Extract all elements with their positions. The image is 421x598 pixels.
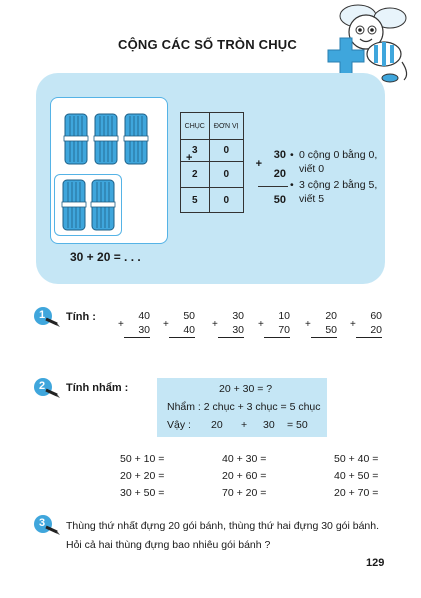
lesson-notes: 0 cộng 0 bằng 0, viết 0 3 cộng 2 bằng 5,… xyxy=(290,148,385,208)
example-conclusion-a: 20 xyxy=(211,419,223,431)
addend-bottom: 20 xyxy=(356,324,382,338)
lesson-expression: 30 + 20 = . . . xyxy=(70,250,141,264)
table-cell: 3 xyxy=(180,139,210,162)
addend-bottom: 70 xyxy=(264,324,290,338)
pencil-icon xyxy=(34,307,60,327)
table-cell: 2 xyxy=(180,161,210,188)
note-item: 3 cộng 2 bằng 5, viết 5 xyxy=(290,178,385,206)
addend-bottom: 50 xyxy=(311,324,337,338)
plus-sign: + xyxy=(350,319,356,330)
addend-top: 10 xyxy=(278,310,290,322)
pencil-icon xyxy=(34,515,60,535)
vertical-addition: 50 + 40 xyxy=(163,310,195,338)
vertical-result: 50 xyxy=(273,194,286,206)
stick-bundle-icon xyxy=(123,113,149,165)
vertical-bottom: 20 xyxy=(273,168,286,180)
sum-item: 40 + 50 = xyxy=(334,470,379,482)
table-cell: 5 xyxy=(180,187,210,213)
sum-item: 40 + 30 = xyxy=(222,453,267,465)
table-cell: 0 xyxy=(208,161,245,188)
table-cell: 0 xyxy=(208,139,245,162)
example-conclusion-b: 30 xyxy=(263,419,275,431)
vertical-addition: 10 + 70 xyxy=(258,310,290,338)
example-conclusion-op: + xyxy=(241,419,248,431)
exercise-number: 1 xyxy=(38,309,46,321)
vertical-addition: 40 + 30 xyxy=(118,310,150,338)
bee-mascot-illustration xyxy=(327,4,408,83)
stick-bundles-inner-frame xyxy=(54,174,122,236)
example-conclusion-result: = 50 xyxy=(287,419,308,431)
page-title: CỘNG CÁC SỐ TRÒN CHỤC xyxy=(118,37,297,52)
vertical-addition: 20 + 50 xyxy=(305,310,337,338)
exercise-label: Tính nhẩm : xyxy=(66,382,129,394)
problem-line: Hỏi cả hai thùng đựng bao nhiêu gói bánh… xyxy=(66,539,271,551)
plus-sign: + xyxy=(163,319,169,330)
stick-bundle-icon xyxy=(61,179,87,231)
plus-sign: + xyxy=(258,319,264,330)
table-cell: 0 xyxy=(208,187,245,213)
vertical-plus-sign: + xyxy=(255,158,262,170)
exercise-number: 3 xyxy=(38,517,46,529)
sum-item: 20 + 70 = xyxy=(334,487,379,499)
addend-top: 60 xyxy=(370,310,382,322)
plus-sign: + xyxy=(305,319,311,330)
exercise-number: 2 xyxy=(38,380,46,392)
pencil-icon xyxy=(34,378,60,398)
addend-top: 40 xyxy=(138,310,150,322)
example-reasoning: Nhẩm : 2 chục + 3 chục = 5 chục xyxy=(167,401,321,413)
problem-line: Thùng thứ nhất đựng 20 gói bánh, thùng t… xyxy=(66,520,380,532)
stick-bundle-icon xyxy=(90,179,116,231)
stick-bundle-icon xyxy=(93,113,119,165)
plus-sign: + xyxy=(118,319,124,330)
vertical-addition: 60 + 20 xyxy=(350,310,382,338)
header-tens: CHỤC xyxy=(180,112,210,140)
stick-bundle-icon xyxy=(63,113,89,165)
plus-sign: + xyxy=(186,152,193,164)
plus-sign: + xyxy=(212,319,218,330)
word-problem: Thùng thứ nhất đựng 20 gói bánh, thùng t… xyxy=(66,517,396,555)
addend-bottom: 40 xyxy=(169,324,195,338)
sum-item: 20 + 60 = xyxy=(222,470,267,482)
sum-item: 50 + 10 = xyxy=(120,453,165,465)
mental-math-example: 20 + 30 = ? Nhẩm : 2 chục + 3 chục = 5 c… xyxy=(157,378,327,437)
addend-bottom: 30 xyxy=(218,324,244,338)
note-item: 0 cộng 0 bằng 0, viết 0 xyxy=(290,148,385,176)
sum-item: 70 + 20 = xyxy=(222,487,267,499)
addend-top: 20 xyxy=(325,310,337,322)
sum-line xyxy=(258,186,288,187)
place-value-table: CHỤC ĐƠN VỊ 3 0 2 0 5 0 xyxy=(180,112,245,213)
page-number: 129 xyxy=(366,557,385,569)
example-conclusion-label: Vậy : xyxy=(167,419,191,431)
exercise-label: Tính : xyxy=(66,311,96,323)
header-units: ĐƠN VỊ xyxy=(208,112,245,140)
vertical-top: 30 xyxy=(273,149,286,161)
example-question: 20 + 30 = ? xyxy=(219,383,273,395)
sum-item: 20 + 20 = xyxy=(120,470,165,482)
addend-top: 50 xyxy=(183,310,195,322)
addend-top: 30 xyxy=(232,310,244,322)
sum-item: 30 + 50 = xyxy=(120,487,165,499)
vertical-addition: 30 + 30 xyxy=(212,310,244,338)
addend-bottom: 30 xyxy=(124,324,150,338)
sum-item: 50 + 40 = xyxy=(334,453,379,465)
